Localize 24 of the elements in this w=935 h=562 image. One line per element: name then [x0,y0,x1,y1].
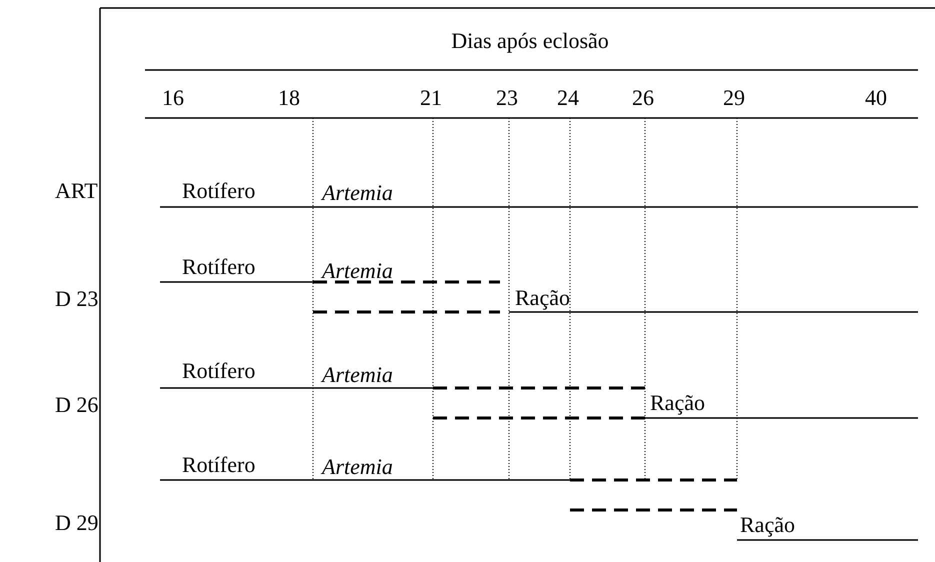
feed-label: Rotífero [182,180,256,202]
tick-label: 23 [496,87,518,109]
row-label: D 23 [55,288,98,310]
tick-label: 21 [420,87,442,109]
tick-label: 40 [865,87,887,109]
row-label: D 26 [55,394,98,416]
feed-label: Ração [515,287,570,309]
feed-label: Rotífero [182,454,256,476]
feed-label: Artemia [322,364,393,386]
feed-label: Rotífero [182,360,256,382]
feed-label: Artemia [322,260,393,282]
row-label: ART [55,180,98,202]
feed-label: Ração [740,514,795,536]
feed-label: Rotífero [182,256,256,278]
tick-label: 24 [557,87,579,109]
feed-label: Artemia [322,456,393,478]
feed-label: Ração [650,392,705,414]
tick-label: 16 [162,87,184,109]
axis-title: Dias após eclosão [451,30,609,52]
tick-label: 29 [723,87,745,109]
row-label: D 29 [55,512,98,534]
tick-label: 26 [632,87,654,109]
tick-label: 18 [278,87,300,109]
feed-label: Artemia [322,182,393,204]
